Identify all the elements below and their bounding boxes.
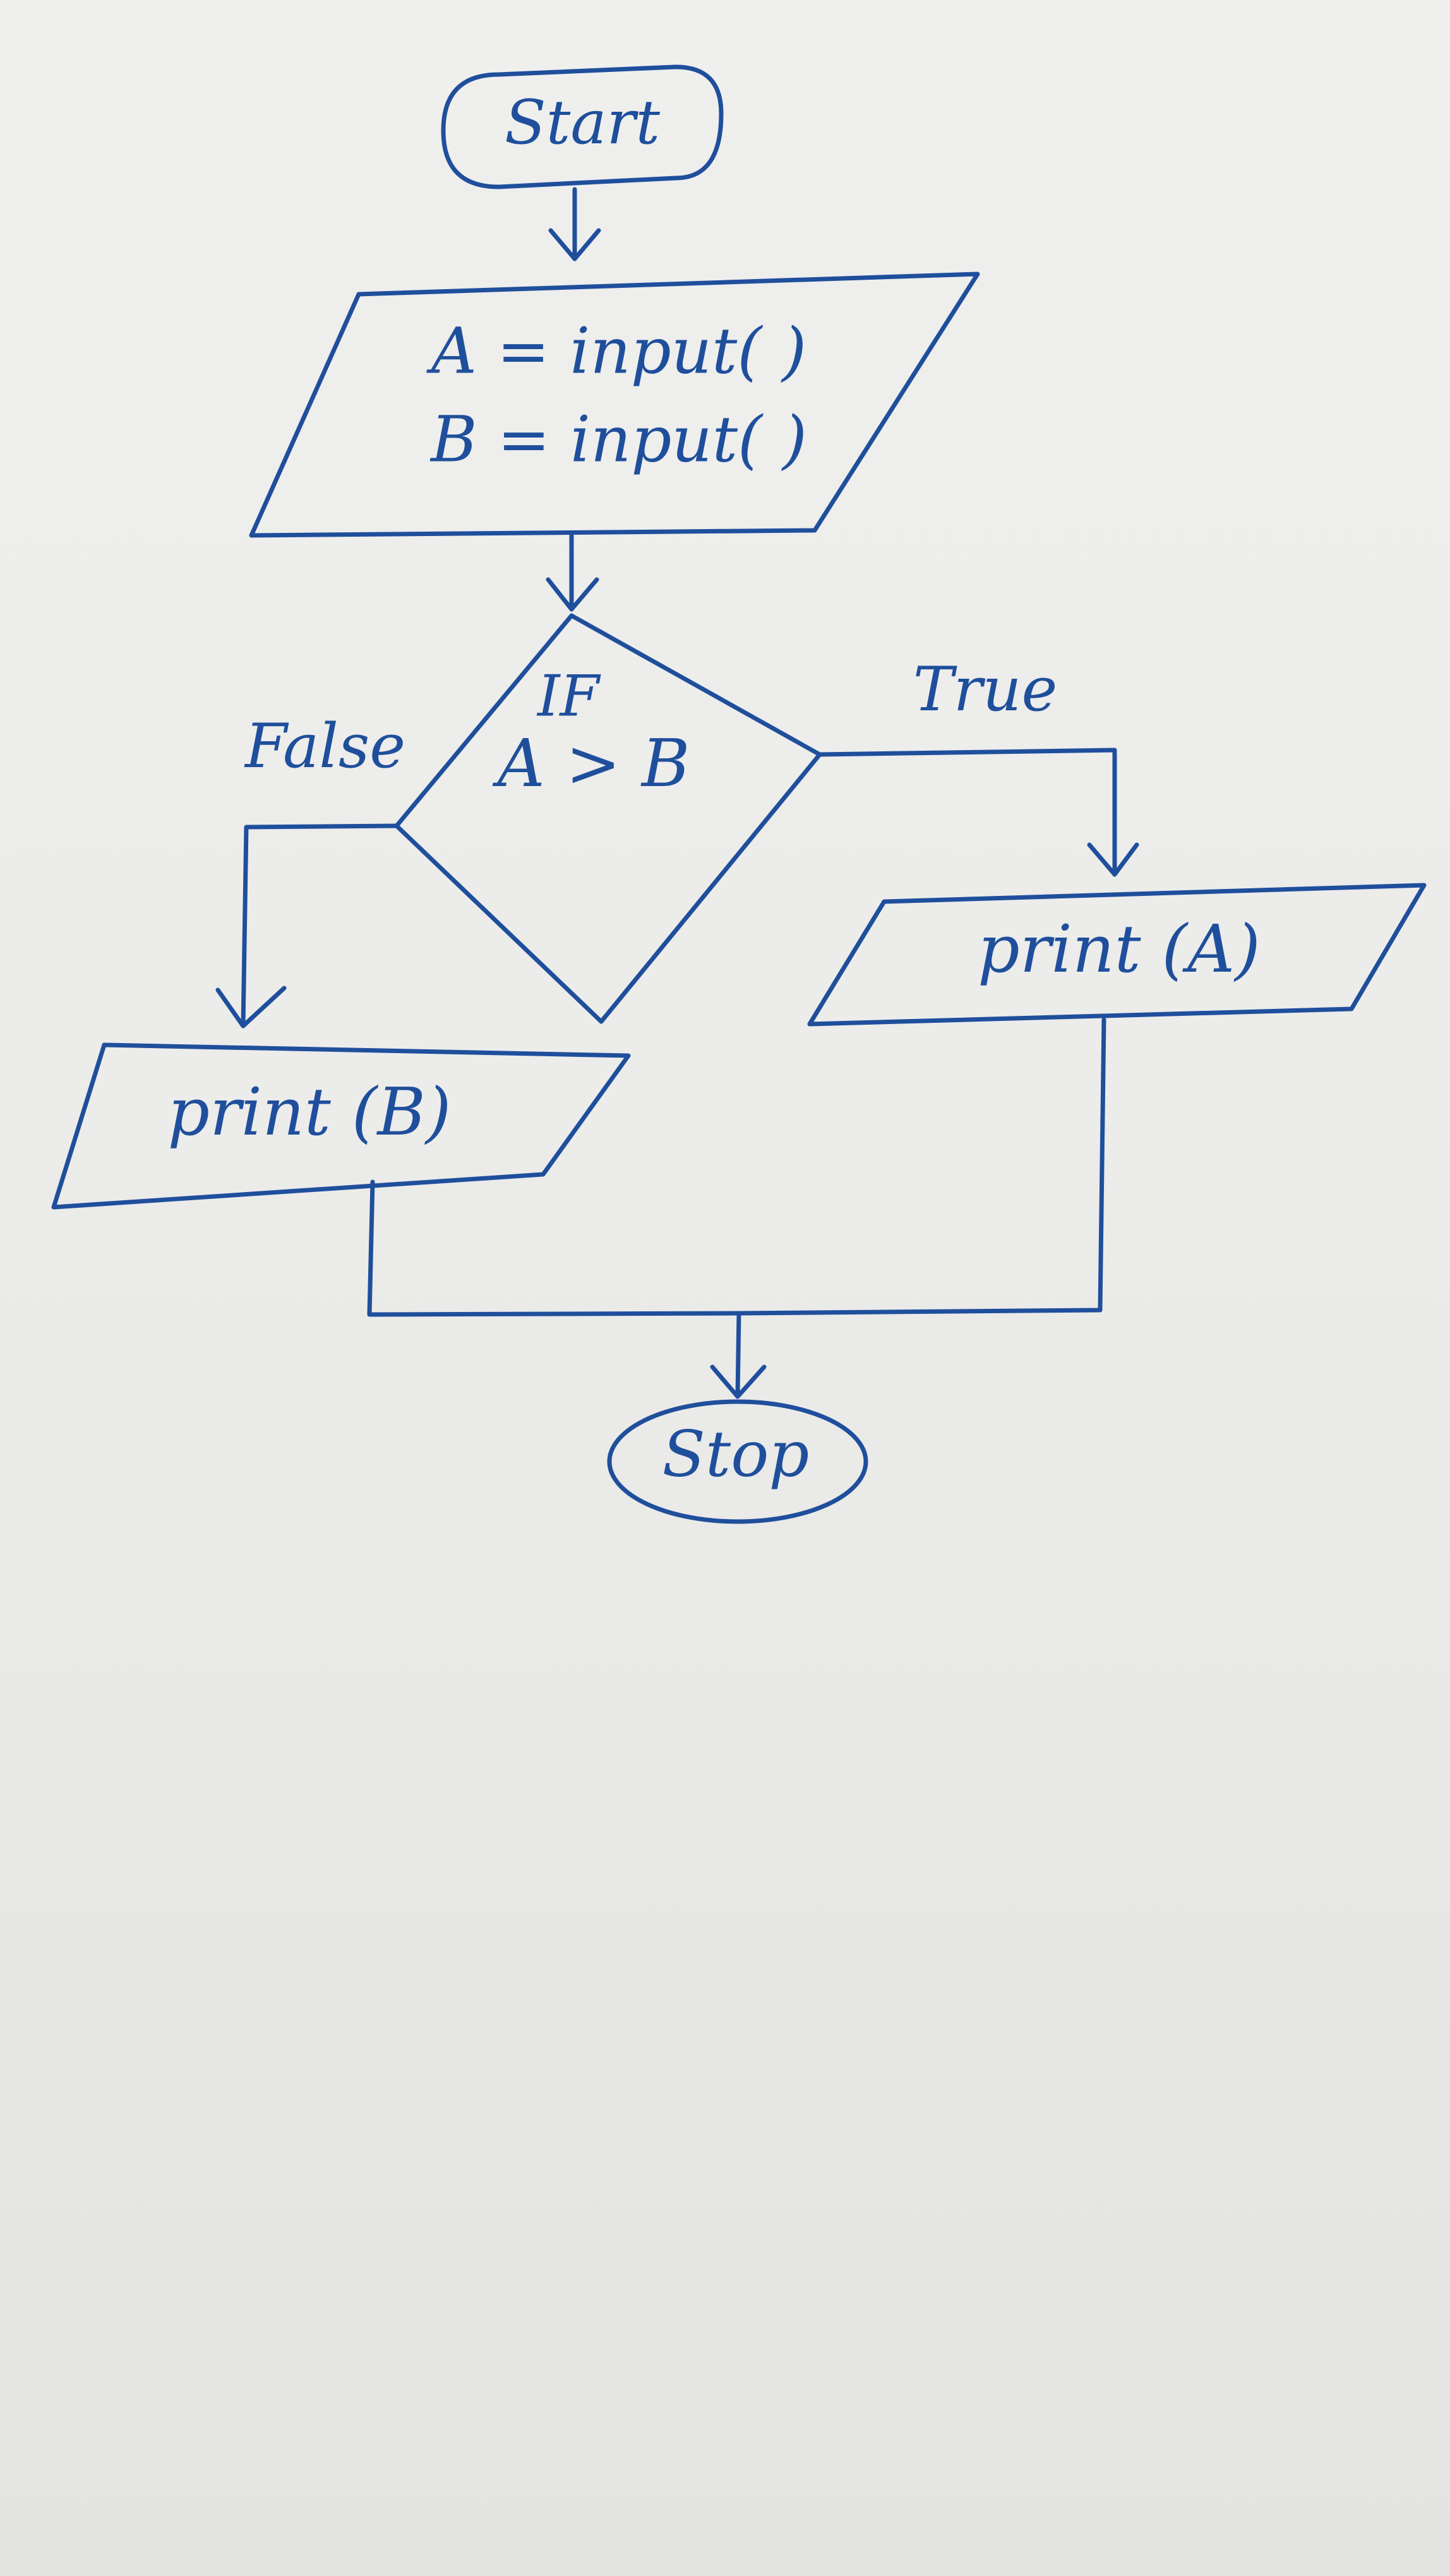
print-a-node: print (A) xyxy=(807,883,1427,1027)
arrowhead xyxy=(548,228,601,261)
print-a-label: print (A) xyxy=(978,910,1261,987)
stop-label: Stop xyxy=(662,1417,810,1491)
print-a-parallelogram-shape xyxy=(807,883,1427,1027)
arrowhead xyxy=(546,577,599,612)
arrowhead xyxy=(215,986,287,1029)
connector-line xyxy=(736,1017,1106,1316)
connector-line xyxy=(735,1311,741,1398)
print-b-label: print (B) xyxy=(168,1073,452,1150)
edge-label-true: True xyxy=(913,654,1058,725)
stop-terminal-shape xyxy=(607,1399,868,1524)
start-label: Start xyxy=(505,87,660,158)
input-parallelogram-shape xyxy=(249,271,980,538)
arrowhead xyxy=(710,1364,767,1399)
print-b-node: print (B) xyxy=(51,1042,631,1210)
print-b-parallelogram-shape xyxy=(51,1042,631,1210)
edge-input-to-decision xyxy=(546,533,599,612)
input-line-a: A = input( ) xyxy=(426,314,806,388)
edge-print-b-to-stop xyxy=(367,1179,741,1317)
decision-condition-label: A > B xyxy=(493,725,690,802)
edge-decision-to-print-b: False xyxy=(215,711,405,1029)
edge-merge-to-stop xyxy=(710,1311,767,1399)
stop-node: Stop xyxy=(607,1399,868,1524)
connector-line xyxy=(241,823,399,1029)
edge-start-to-input xyxy=(548,187,601,261)
start-node: Start xyxy=(441,64,724,189)
decision-if-label: IF xyxy=(536,663,602,729)
start-terminal-shape xyxy=(441,64,724,189)
arrowhead xyxy=(1087,842,1139,877)
edge-print-a-to-stop xyxy=(736,1017,1106,1316)
decision-node: IF A > B xyxy=(394,613,822,1024)
decision-diamond-shape xyxy=(394,613,822,1024)
input-node: A = input( ) B = input( ) xyxy=(249,271,980,538)
connector-line xyxy=(367,1179,741,1317)
connector-line xyxy=(817,748,1117,877)
edge-label-false: False xyxy=(244,711,405,782)
edge-decision-to-print-a: True xyxy=(817,654,1139,877)
input-line-b: B = input( ) xyxy=(429,403,807,477)
